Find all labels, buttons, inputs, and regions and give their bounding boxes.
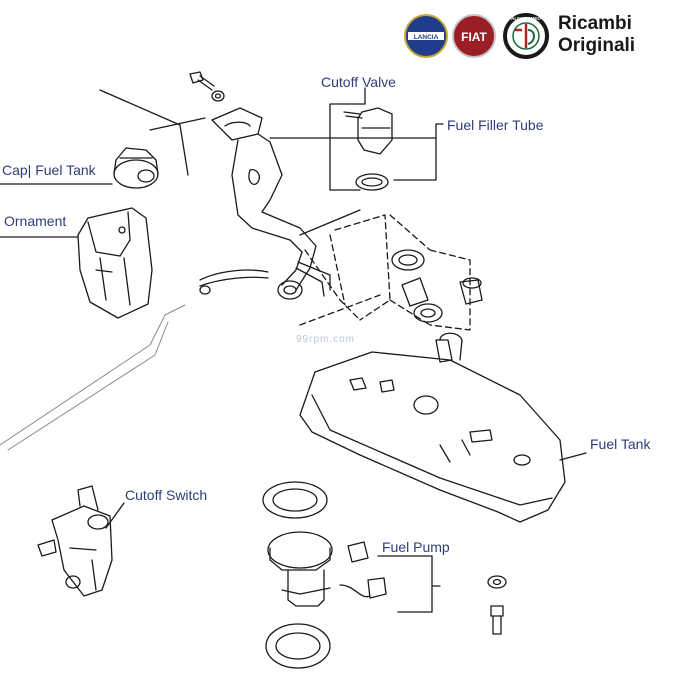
guide-line <box>299 209 361 236</box>
guide-line <box>99 89 189 176</box>
lancia-logo: LANCIA <box>404 14 448 58</box>
fiat-logo-text: FIAT <box>461 30 487 44</box>
leader-cutoff-valve <box>329 87 366 191</box>
bolt-part <box>189 71 225 102</box>
fuel-tank-part <box>299 332 566 523</box>
label-fuel-tank: Fuel Tank <box>590 436 651 452</box>
cutoff-valve-part <box>343 107 393 191</box>
dashed-line <box>299 294 381 326</box>
label-cutoff-valve: Cutoff Valve <box>321 74 396 90</box>
leader-fuel-filler-tube <box>269 123 444 181</box>
hose-clamp-part <box>391 249 483 323</box>
fuel-filler-tube-part <box>199 107 331 300</box>
guide-line <box>7 321 169 451</box>
guide-line <box>0 304 186 446</box>
watermark: 99rpm.com <box>296 334 356 345</box>
tank-bolt-part <box>487 575 507 635</box>
fiat-logo: FIAT <box>452 14 496 58</box>
brand-title-line1: Ricambi <box>558 13 632 34</box>
brand-title-line2: Originali <box>558 35 636 56</box>
lancia-logo-text: LANCIA <box>414 34 439 41</box>
label-fuel-pump: Fuel Pump <box>382 539 450 555</box>
leader-fuel-pump <box>377 555 441 613</box>
fuel-cap-part <box>113 147 159 189</box>
alfa-romeo-logo-text: ALFA ROMEO <box>511 16 541 21</box>
label-cutoff-switch: Cutoff Switch <box>125 487 208 503</box>
alfa-romeo-logo: ALFA ROMEO <box>503 13 549 59</box>
label-ornament: Ornament <box>4 213 67 229</box>
dashed-line <box>304 214 471 331</box>
leader-fuel-tank <box>559 452 587 461</box>
ornament-part <box>77 207 153 319</box>
fuel-pump-part <box>262 481 387 669</box>
cutoff-switch-part <box>37 485 113 597</box>
label-cap-fuel-tank: Cap| Fuel Tank <box>2 162 96 178</box>
leader-cutoff-switch <box>105 502 125 529</box>
brand-logos: LANCIA FIAT ALFA ROMEO <box>404 13 549 59</box>
guide-line <box>149 117 206 131</box>
label-fuel-filler-tube: Fuel Filler Tube <box>447 117 544 133</box>
